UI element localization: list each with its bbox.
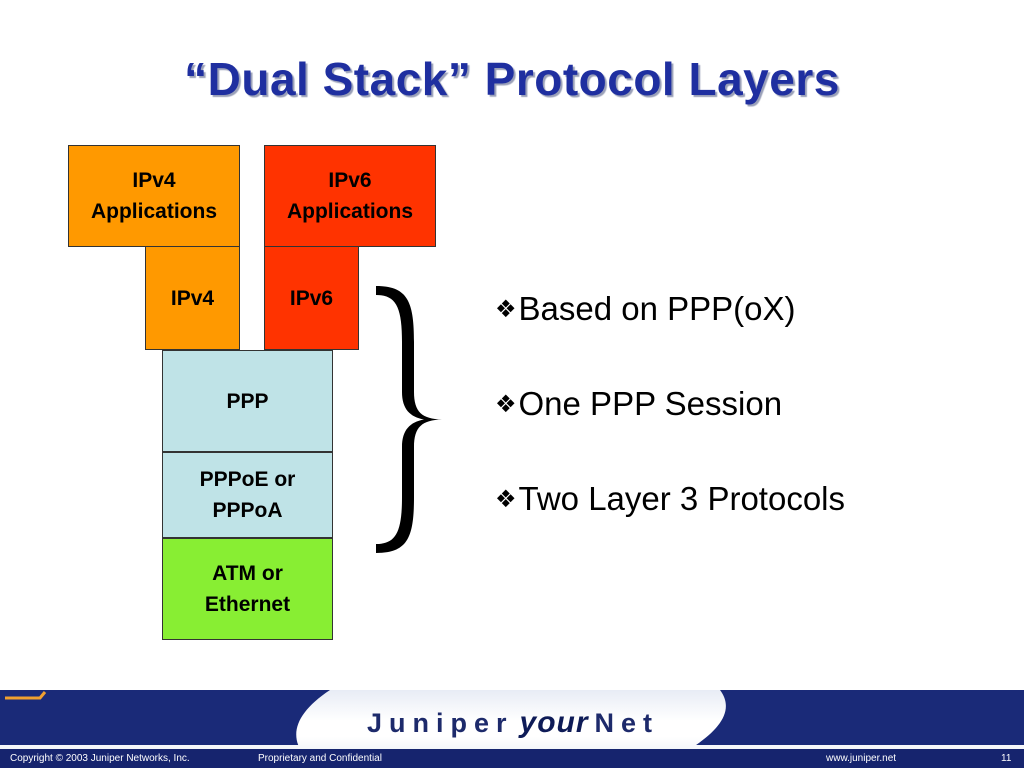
page-number: 11 <box>1001 753 1012 764</box>
confidential-text: Proprietary and Confidential <box>258 753 382 764</box>
ipv6-box: IPv6 <box>264 246 359 350</box>
website-text: www.juniper.net <box>826 753 897 764</box>
ipv6-applications-box: IPv6 Applications <box>264 145 436 247</box>
ppp-box: PPP <box>162 350 333 452</box>
copyright-text: Copyright © 2003 Juniper Networks, Inc. <box>10 753 190 764</box>
diamond-bullet-icon: ❖ <box>495 296 517 323</box>
curly-brace <box>376 286 442 553</box>
ipv4-box: IPv4 <box>145 246 240 350</box>
pppoe-pppoa-box: PPPoE or PPPoA <box>162 452 333 538</box>
bullet-text: Based on PPP(oX) <box>518 290 796 327</box>
brand-middle-text: your <box>519 706 589 739</box>
bullet-text: One PPP Session <box>518 385 783 422</box>
footer-wave-graphic <box>0 690 1024 745</box>
bullet-item: ❖Two Layer 3 Protocols <box>495 480 845 518</box>
slide-title: “Dual Stack” Protocol Layers <box>184 53 840 105</box>
brand-left-text: Juniper <box>367 708 514 738</box>
atm-ethernet-box: ATM or Ethernet <box>162 538 333 640</box>
bullet-text: Two Layer 3 Protocols <box>518 480 846 517</box>
ipv4-applications-box: IPv4 Applications <box>68 145 240 247</box>
diamond-bullet-icon: ❖ <box>495 391 517 418</box>
footer-bar: Copyright © 2003 Juniper Networks, Inc. … <box>0 749 1024 768</box>
diamond-bullet-icon: ❖ <box>495 486 517 513</box>
bullet-item: ❖Based on PPP(oX) <box>495 290 796 328</box>
bullet-item: ❖One PPP Session <box>495 385 782 423</box>
brand-right-text: Net <box>594 708 660 738</box>
